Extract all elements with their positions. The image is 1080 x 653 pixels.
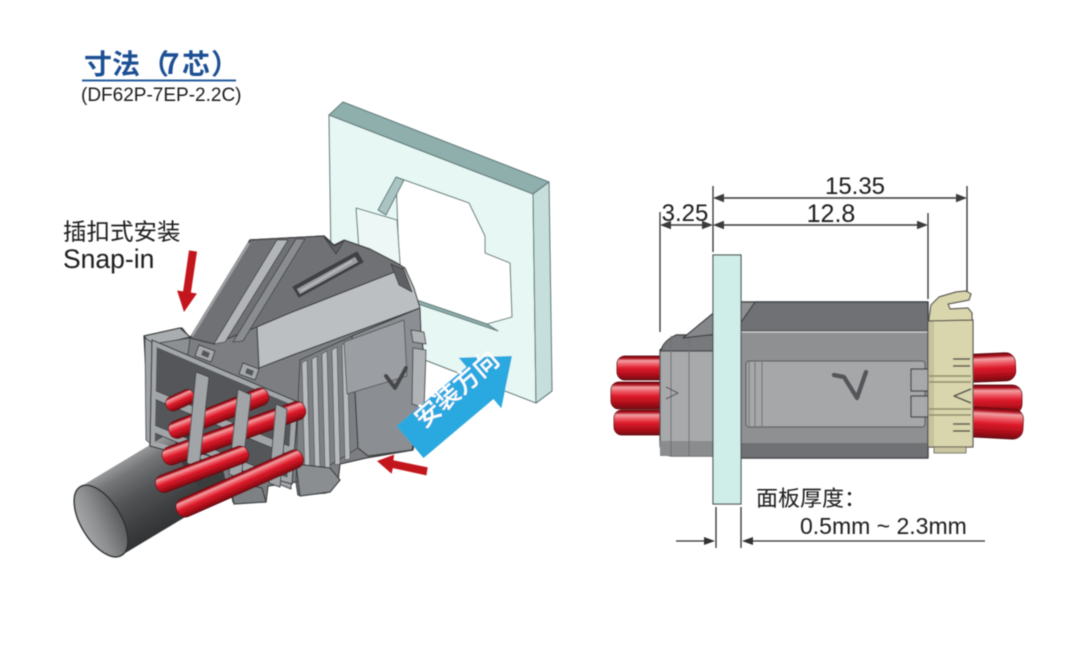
svg-text:15.35: 15.35	[825, 173, 885, 200]
svg-text:Snap-in: Snap-in	[63, 244, 154, 274]
svg-text:12.8: 12.8	[807, 200, 856, 228]
svg-text:0.5mm ~ 2.3mm: 0.5mm ~ 2.3mm	[800, 513, 967, 539]
svg-text:3.25: 3.25	[662, 200, 709, 227]
svg-text:(DF62P-7EP-2.2C): (DF62P-7EP-2.2C)	[81, 85, 242, 106]
